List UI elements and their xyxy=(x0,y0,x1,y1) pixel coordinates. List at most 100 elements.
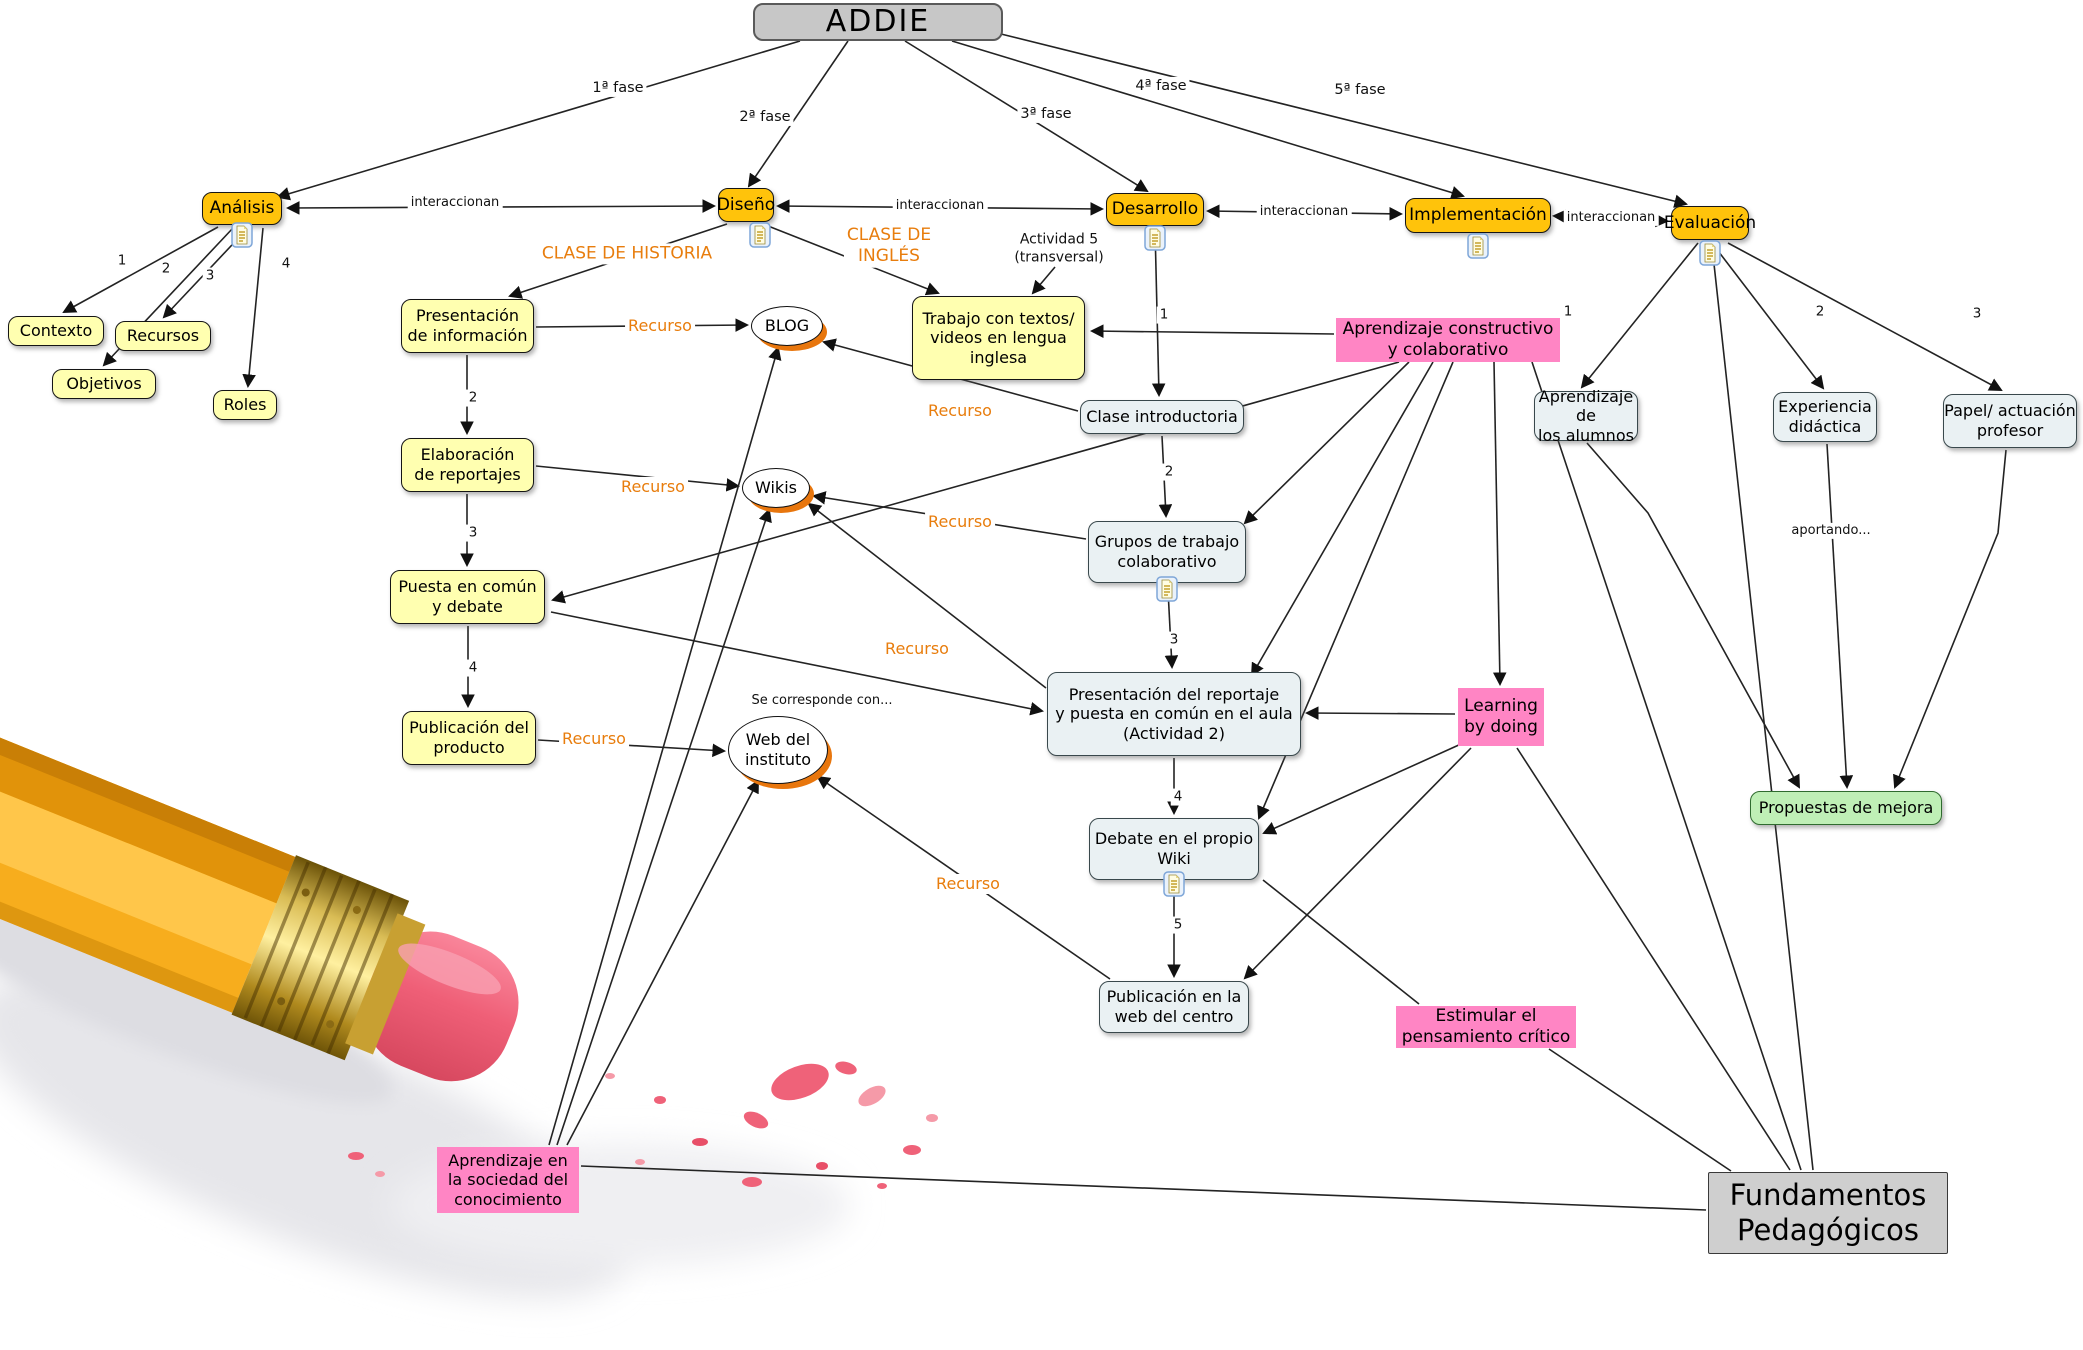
node-addie[interactable]: ADDIE xyxy=(753,3,1003,41)
label-recurso-presrep: Recurso xyxy=(882,639,952,659)
edge-evaluacion-apralumnos xyxy=(1580,242,1699,389)
label-interaccionan-4: interaccionan xyxy=(1563,209,1659,227)
label-recurso-claseintro: Recurso xyxy=(925,401,995,421)
label-evaluacion-1: 1 xyxy=(1560,303,1576,321)
label-interaccionan-3: interaccionan xyxy=(1256,203,1352,221)
edge-addie-diseno xyxy=(747,40,849,188)
label-desarrollo-3: 3 xyxy=(1166,631,1182,649)
label-se-corresponde: Se corresponde con... xyxy=(748,692,896,710)
edge-elabrep-wikis xyxy=(535,465,741,492)
edge-puesta-presrep xyxy=(550,611,1044,716)
edge-evaluacion-papel xyxy=(1727,242,2003,391)
document-icon[interactable] xyxy=(1144,225,1166,251)
node-analisis[interactable]: Análisis xyxy=(202,192,282,225)
node-recursos[interactable]: Recursos xyxy=(115,321,211,351)
node-aprendizaje-alumnos[interactable]: Aprendizaje de los alumnos xyxy=(1534,387,1638,445)
node-evaluacion[interactable]: Evaluación xyxy=(1664,206,1756,240)
node-wikis[interactable]: Wikis xyxy=(742,468,810,508)
node-web-instituto[interactable]: Web del instituto xyxy=(728,716,828,784)
edge-aprconstructivo-puesta xyxy=(551,361,1400,604)
node-propuestas-mejora[interactable]: Propuestas de mejora xyxy=(1750,791,1942,825)
label-actividad-5: Actividad 5 (transversal) xyxy=(1011,231,1107,267)
node-roles[interactable]: Roles xyxy=(213,390,277,420)
node-debate-wiki[interactable]: Debate en el propio Wiki xyxy=(1089,818,1259,880)
edge-addie-analisis xyxy=(276,40,801,201)
label-analisis-1: 1 xyxy=(114,252,130,270)
node-puesta-en-comun[interactable]: Puesta en común y debate xyxy=(390,570,545,624)
edge-learning-presrep xyxy=(1304,706,1456,720)
edge-aprconstructivo-fundamentos xyxy=(1531,361,1802,1171)
node-trabajo-textos[interactable]: Trabajo con textos/ videos en lengua ing… xyxy=(912,296,1085,380)
edge-evaluacion-fundamentos xyxy=(1713,263,1814,1171)
edge-debate-estimular xyxy=(1262,879,1420,1005)
node-objetivos[interactable]: Objetivos xyxy=(52,369,156,399)
node-desarrollo[interactable]: Desarrollo xyxy=(1106,193,1204,226)
edge-aprconstructivo-grupos xyxy=(1243,361,1410,525)
edge-aprconstructivo-trabajo xyxy=(1089,324,1335,338)
edge-aprsociedad-web xyxy=(566,779,759,1146)
node-experiencia-didactica[interactable]: Experiencia didáctica xyxy=(1773,392,1877,442)
edge-addie-implementacion xyxy=(951,40,1465,200)
label-desarrollo-5: 5 xyxy=(1170,916,1186,934)
label-desarrollo-4: 4 xyxy=(1170,788,1186,806)
edge-papel-propuestas xyxy=(1893,449,2007,789)
document-icon[interactable] xyxy=(749,222,771,248)
node-blog[interactable]: BLOG xyxy=(751,306,823,346)
label-recurso-pubprod: Recurso xyxy=(559,729,629,749)
label-fase-2: 2ª fase xyxy=(736,107,794,127)
document-icon[interactable] xyxy=(1699,240,1721,266)
edge-evaluacion-expdid xyxy=(1711,242,1825,390)
node-learning-by-doing[interactable]: Learning by doing xyxy=(1458,688,1544,746)
node-publicacion-producto[interactable]: Publicación del producto xyxy=(402,711,536,765)
node-papel-profesor[interactable]: Papel/ actuación profesor xyxy=(1943,394,2077,448)
label-analisis-2: 2 xyxy=(158,260,174,278)
edge-learning-fundamentos xyxy=(1516,747,1791,1171)
node-fundamentos-pedagogicos[interactable]: Fundamentos Pedagógicos xyxy=(1708,1172,1948,1254)
edge-analisis-roles xyxy=(242,227,264,389)
node-publicacion-web-centro[interactable]: Publicación en la web del centro xyxy=(1099,981,1249,1033)
label-clase-ingles: CLASE DE INGLÉS xyxy=(843,224,935,268)
label-interaccionan-2: interaccionan xyxy=(892,197,988,215)
label-analisis-4: 4 xyxy=(278,255,294,273)
label-diseno-3: 3 xyxy=(465,524,481,542)
eraser-crumbs xyxy=(348,1061,938,1189)
edge-learning-debate xyxy=(1262,743,1462,835)
edge-grupos-presrep xyxy=(1164,589,1179,670)
edge-aprsociedad-fundamentos xyxy=(580,1165,1707,1211)
edge-aprsociedad-blog xyxy=(548,346,782,1146)
label-evaluacion-3: 3 xyxy=(1969,305,1985,323)
node-implementacion[interactable]: Implementación xyxy=(1405,198,1551,233)
document-icon[interactable] xyxy=(231,222,253,248)
label-fase-1: 1ª fase xyxy=(589,78,647,98)
label-evaluacion-2: 2 xyxy=(1812,303,1828,321)
label-desarrollo-2: 2 xyxy=(1161,463,1177,481)
edge-aprconstructivo-presrep xyxy=(1250,361,1434,677)
label-recurso-grupos: Recurso xyxy=(925,512,995,532)
document-icon[interactable] xyxy=(1163,871,1185,897)
node-grupos-trabajo[interactable]: Grupos de trabajo colaborativo xyxy=(1088,521,1246,583)
node-clase-introductoria[interactable]: Clase introductoria xyxy=(1080,400,1244,434)
node-aprendizaje-constructivo[interactable]: Aprendizaje constructivo y colaborativo xyxy=(1336,318,1560,362)
label-fase-4: 4ª fase xyxy=(1132,76,1190,96)
label-interaccionan-1: interaccionan xyxy=(407,194,503,212)
pencil-photo xyxy=(0,699,938,1299)
label-clase-historia: CLASE DE HISTORIA xyxy=(538,243,716,265)
edge-actividad5-trabajo xyxy=(1031,266,1056,295)
edge-presrep-wikis xyxy=(807,502,1047,689)
document-icon[interactable] xyxy=(1467,233,1489,259)
edge-aprsociedad-wikis xyxy=(556,508,772,1146)
edge-learning-pubweb xyxy=(1243,747,1472,980)
node-diseno[interactable]: Diseño xyxy=(717,188,775,222)
node-estimular-pensamiento[interactable]: Estimular el pensamiento crítico xyxy=(1396,1006,1576,1048)
node-presentacion-reportaje[interactable]: Presentación del reportaje y puesta en c… xyxy=(1047,672,1301,756)
label-recurso-wikis: Recurso xyxy=(618,477,688,497)
document-icon[interactable] xyxy=(1156,576,1178,602)
node-presentacion-informacion[interactable]: Presentación de información xyxy=(401,299,534,353)
edge-analisis-contexto xyxy=(62,226,219,313)
node-contexto[interactable]: Contexto xyxy=(8,316,104,346)
label-diseno-2: 2 xyxy=(465,389,481,407)
node-elaboracion-reportajes[interactable]: Elaboración de reportajes xyxy=(401,438,534,492)
node-aprendizaje-sociedad[interactable]: Aprendizaje en la sociedad del conocimie… xyxy=(437,1147,579,1213)
